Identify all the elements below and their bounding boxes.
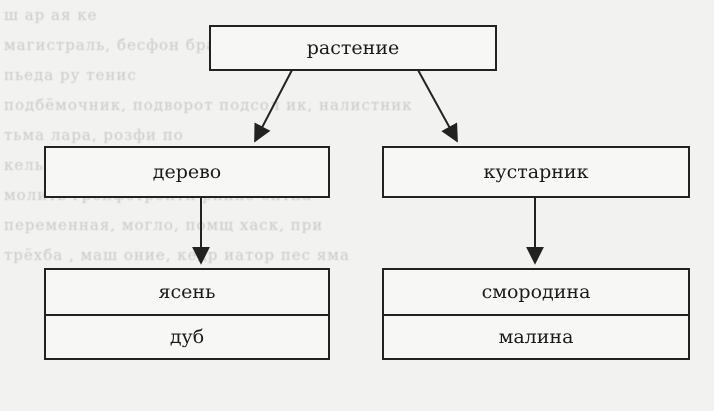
ghost-line: трёхба , маш оние, кедр иатор пес яма [4,246,350,264]
branch-node-shrub: кустарник [382,146,690,198]
ghost-line: подбёмочник, подворот подсол ик, налистн… [4,96,413,114]
ghost-line: ш ар ая ке [4,6,98,24]
arrow-root-to-tree [254,69,293,143]
root-node-label: растение [306,37,400,59]
examples-tree: ясень дуб [44,268,330,360]
examples-shrub: смородина малина [382,268,690,360]
ghost-line: пьеда ру тенис [4,66,137,84]
branch-node-label: кустарник [483,161,589,183]
branch-node-tree: дерево [44,146,330,198]
example-item: ясень [158,281,216,303]
example-item: дуб [46,314,328,358]
example-item: смородина [481,281,591,303]
root-node: растение [209,25,497,71]
example-item: малина [384,314,688,358]
arrow-root-to-shrub [417,69,458,143]
ghost-line: тьма лара, розфи по [4,126,184,144]
ghost-line: переменная, могло, помщ хаск, при [4,216,324,234]
branch-node-label: дерево [152,161,222,183]
